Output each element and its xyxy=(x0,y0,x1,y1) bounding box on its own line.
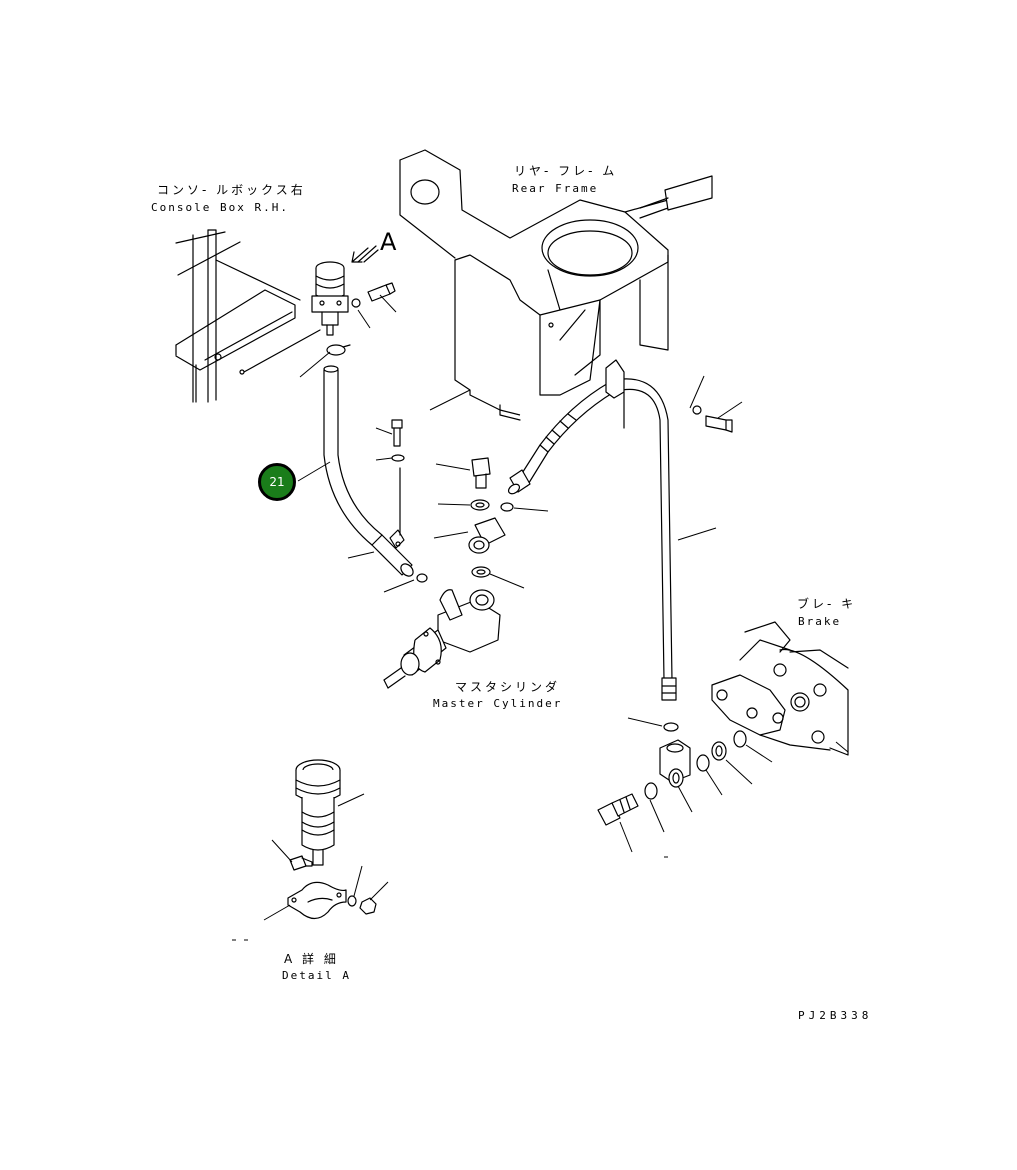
rear-frame xyxy=(399,149,713,421)
brake-label-en: Brake xyxy=(798,615,842,628)
detail-a-reservoir xyxy=(295,759,341,866)
master-cylinder xyxy=(383,589,501,689)
joint-fittings xyxy=(468,457,514,578)
brake-elbow xyxy=(659,739,691,788)
hose-clamp-upper xyxy=(326,344,351,356)
detail-a-label-en: Detail A xyxy=(282,969,351,982)
view-arrow-letter: A xyxy=(380,228,397,256)
view-arrow-a xyxy=(351,245,379,263)
brake-washers xyxy=(644,730,747,800)
hose-clamp-lower xyxy=(389,467,428,583)
rear-frame-label-jp: リヤ- フレ- ム xyxy=(514,164,618,178)
callout-21[interactable]: 21 xyxy=(258,463,296,501)
rear-frame-label-en: Rear Frame xyxy=(512,182,599,195)
tube-clip-bolt xyxy=(692,405,733,433)
brake-housing xyxy=(711,621,849,756)
master-cylinder-label-en: Master Cylinder xyxy=(433,697,563,710)
clamp-bolt xyxy=(391,419,405,462)
detail-a-bracket xyxy=(287,881,347,920)
brake-tube xyxy=(605,359,679,732)
reservoir-hose xyxy=(323,365,414,577)
console-box-label-en: Console Box R.H. xyxy=(151,201,289,214)
brake-bolt xyxy=(597,793,639,826)
master-cylinder-label-jp: マスタシリンダ xyxy=(455,680,561,694)
detail-a-hardware xyxy=(289,855,377,915)
reservoir-bolt xyxy=(351,282,396,308)
reservoir-tank xyxy=(311,261,349,336)
brake-hose xyxy=(507,381,615,495)
leader-lines xyxy=(232,294,849,941)
console-box xyxy=(175,229,321,403)
drawing-code: PJ2B338 xyxy=(798,1009,873,1022)
console-box-label-jp: コンソ- ルボックス右 xyxy=(157,183,306,197)
detail-a-label-jp: A 詳 細 xyxy=(284,952,339,966)
brake-label-jp: ブレ- キ xyxy=(797,597,857,611)
